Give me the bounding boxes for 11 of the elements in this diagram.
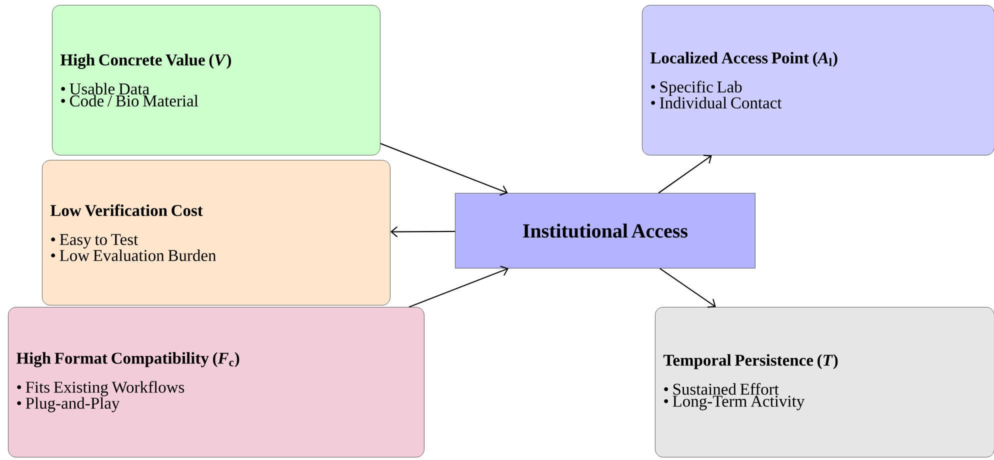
factor-box: Temporal Persistence (T) • Sustained Effort • Long-Term Activity xyxy=(655,307,994,458)
institution-box: Institutional Access xyxy=(455,193,756,268)
factor-box: Localized Access Point (A$_{l}$) • Specific Lab • Individual Contact xyxy=(642,5,994,156)
factor-box: Low Verification Cost • Easy to Test • Low Evaluation Burden xyxy=(42,160,390,306)
arrow xyxy=(660,268,716,308)
factor-box: High Concrete Value (V) • Usable Data • Code / Bio Material xyxy=(52,5,380,156)
factor-box: High Format Compatibility (F$_{c}$) • Fits Existing Workflows • Plug-and-Play xyxy=(8,307,424,458)
arrow xyxy=(658,154,712,194)
arrow xyxy=(380,143,508,196)
arrow xyxy=(408,266,509,308)
arrow xyxy=(390,226,455,238)
